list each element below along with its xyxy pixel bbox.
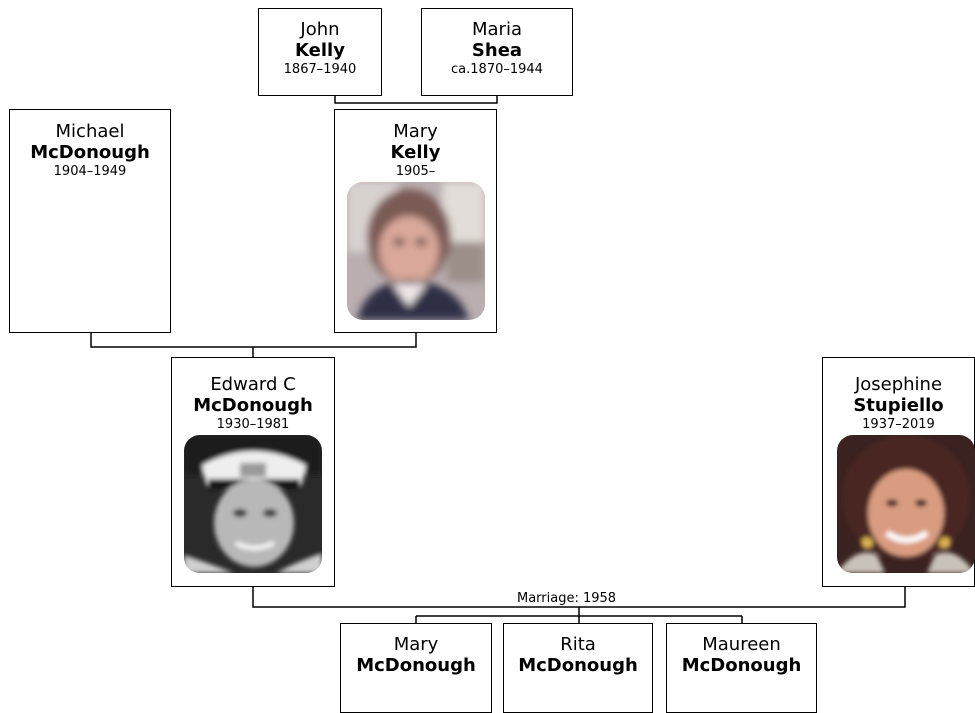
connector-john-maria bbox=[334, 96, 498, 104]
life-dates: 1937–2019 bbox=[862, 417, 935, 432]
given-name: Maria bbox=[472, 19, 522, 40]
surname: McDonough bbox=[681, 655, 802, 676]
person-michael-mcdonough[interactable]: Michael McDonough 1904–1949 bbox=[9, 109, 171, 333]
portrait-photo bbox=[837, 435, 975, 573]
person-child-rita-mcdonough[interactable]: Rita McDonough bbox=[503, 623, 653, 713]
given-name: Edward C bbox=[210, 374, 296, 395]
life-dates: ca.1870–1944 bbox=[451, 62, 543, 77]
surname: Kelly bbox=[295, 40, 345, 61]
person-mary-kelly[interactable]: Mary Kelly 1905– bbox=[334, 109, 497, 333]
person-john-kelly[interactable]: John Kelly 1867–1940 bbox=[258, 8, 382, 96]
surname: McDonough bbox=[356, 655, 476, 676]
given-name: Michael bbox=[55, 121, 125, 142]
surname: McDonough bbox=[30, 142, 150, 163]
surname: Kelly bbox=[390, 142, 441, 163]
person-josephine-stupiello[interactable]: Josephine Stupiello 1937–2019 bbox=[822, 357, 975, 587]
surname: McDonough bbox=[193, 395, 313, 416]
life-dates: 1867–1940 bbox=[283, 62, 357, 77]
given-name: Rita bbox=[560, 634, 596, 655]
given-name: Mary bbox=[393, 634, 439, 655]
connector-michael-mary bbox=[90, 333, 417, 348]
life-dates: 1905– bbox=[395, 164, 436, 179]
person-maria-shea[interactable]: Maria Shea ca.1870–1944 bbox=[421, 8, 573, 96]
given-name: John bbox=[300, 19, 340, 40]
person-child-mary-mcdonough[interactable]: Mary McDonough bbox=[340, 623, 492, 713]
surname: Shea bbox=[471, 40, 523, 61]
portrait-photo bbox=[184, 435, 322, 573]
given-name: Mary bbox=[393, 121, 438, 142]
given-name: Josephine bbox=[854, 374, 943, 395]
person-child-maureen-mcdonough[interactable]: Maureen McDonough bbox=[666, 623, 817, 713]
life-dates: 1930–1981 bbox=[216, 417, 290, 432]
given-name: Maureen bbox=[702, 634, 781, 655]
life-dates: 1904–1949 bbox=[53, 164, 127, 179]
surname: Stupiello bbox=[853, 395, 944, 416]
surname: McDonough bbox=[518, 655, 638, 676]
person-edward-mcdonough[interactable]: Edward C McDonough 1930–1981 bbox=[171, 357, 335, 587]
marriage-label: Marriage: 1958 bbox=[517, 591, 617, 606]
portrait-photo bbox=[346, 182, 485, 320]
